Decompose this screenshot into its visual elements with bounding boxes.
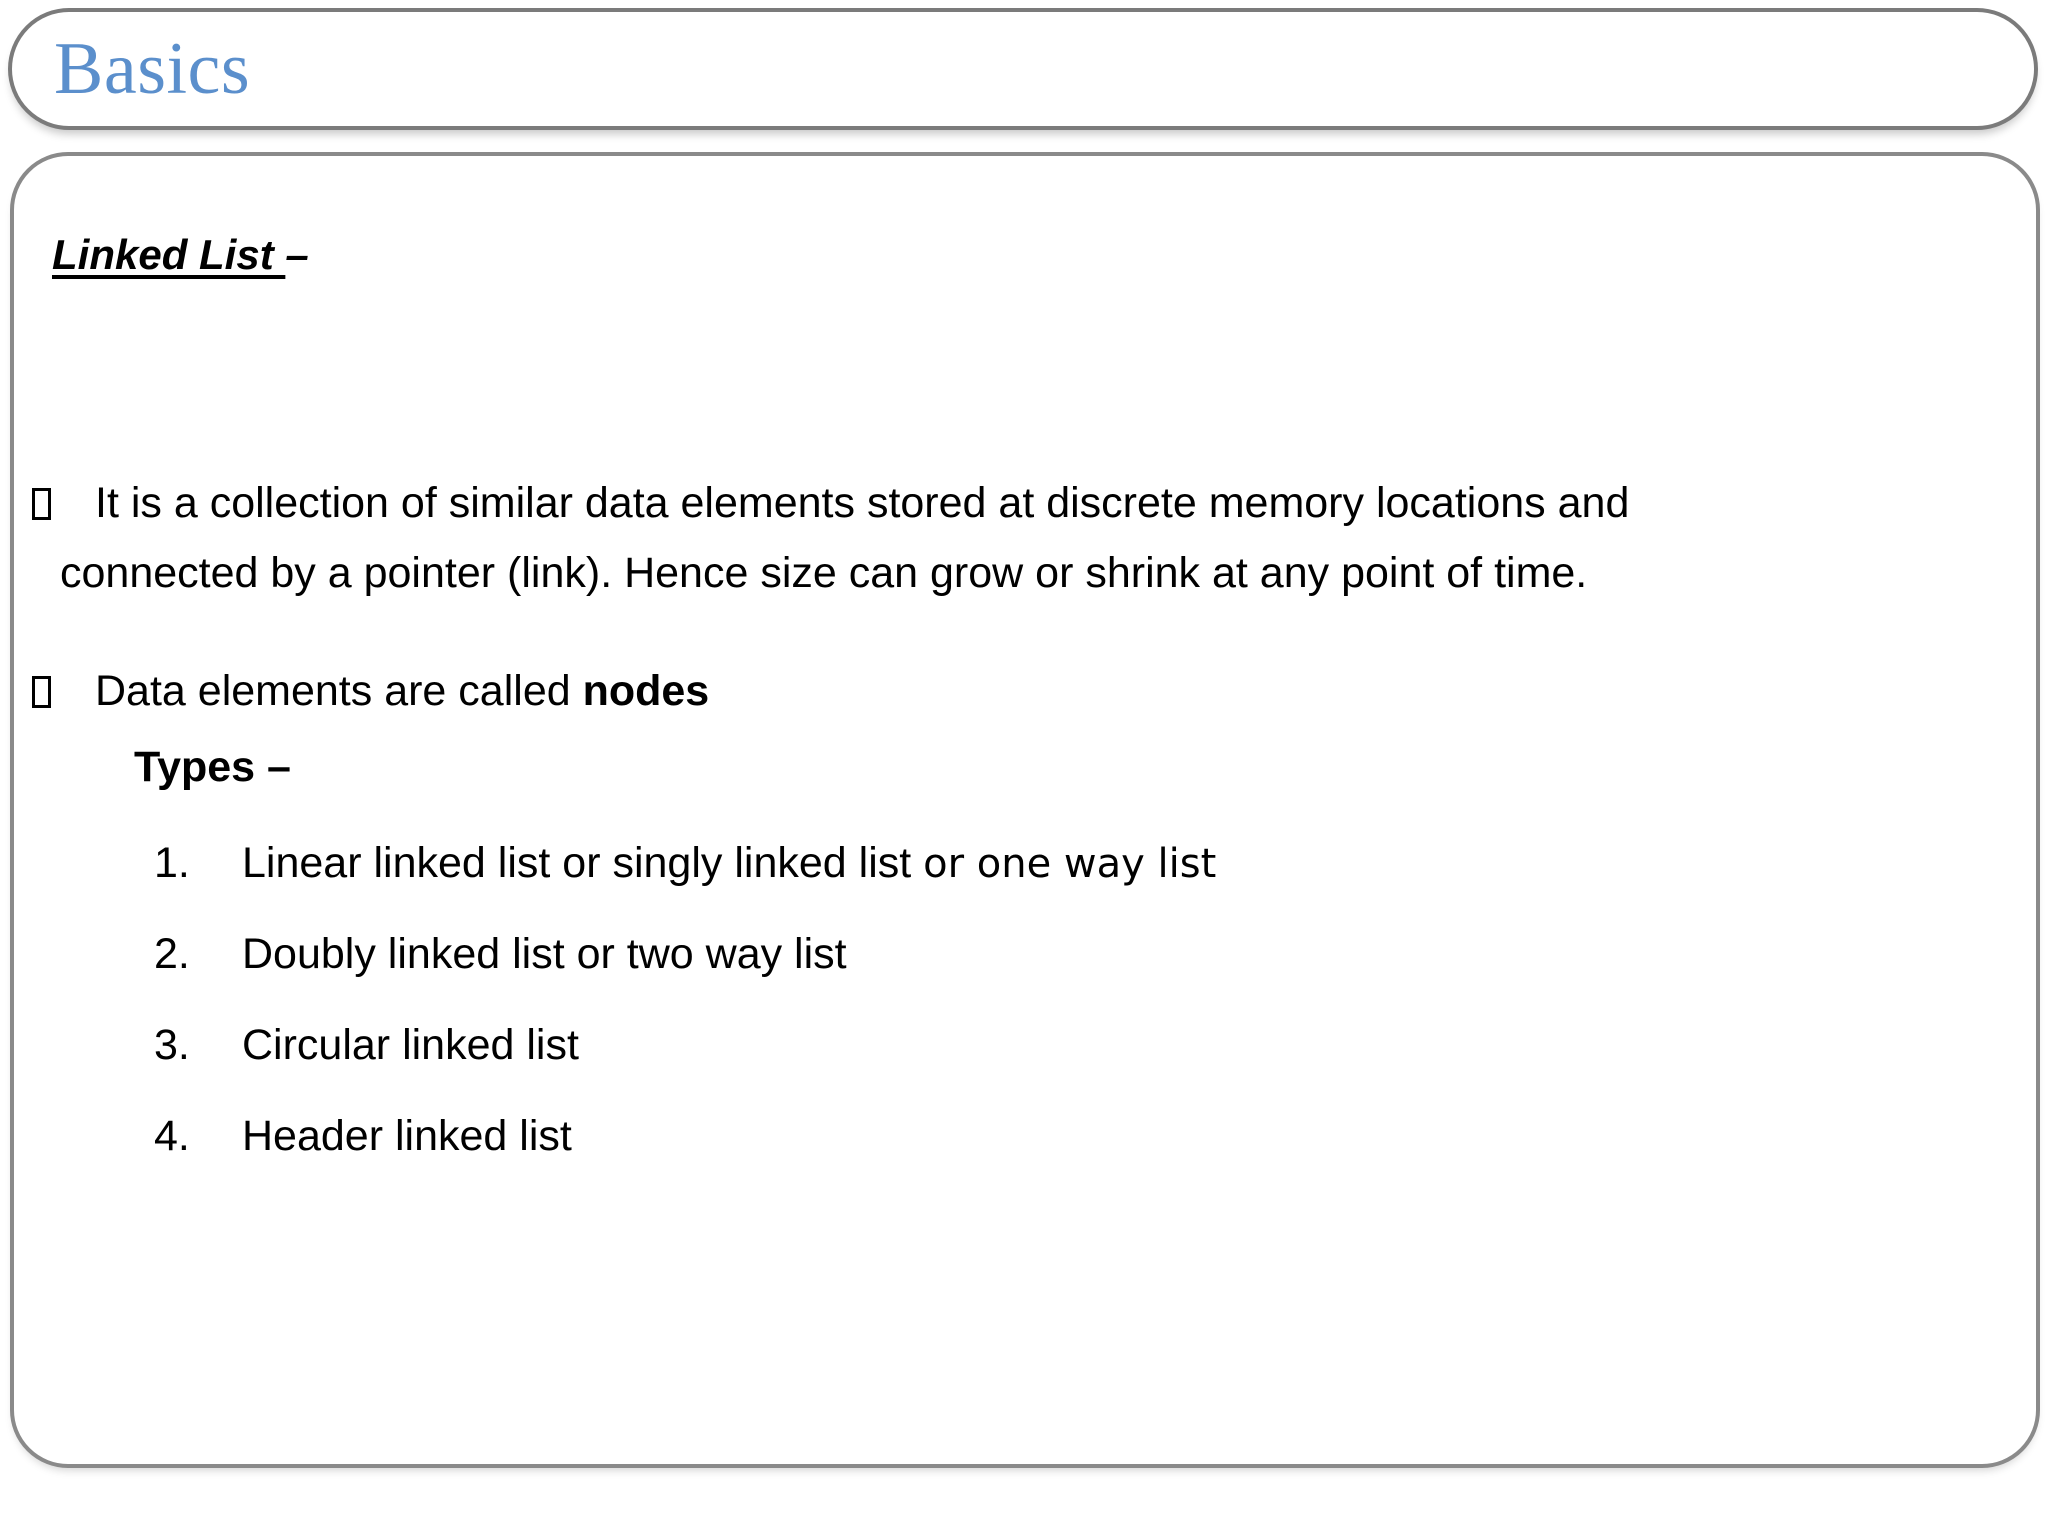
list-item-label-part-a: Circular linked list: [242, 1021, 579, 1069]
list-item-label: Linear linked list or singly linked list…: [242, 828, 1954, 899]
list-item-label-part-a: Header linked list: [242, 1112, 572, 1160]
bullet-item: Data elements are called nodes: [32, 656, 1992, 726]
list-item-label: Circular linked list: [242, 1010, 1954, 1081]
section-heading-dash: –: [285, 231, 309, 278]
types-heading: Types –: [134, 743, 291, 791]
page-title: Basics: [54, 28, 251, 110]
list-item-number: 2.: [154, 930, 190, 978]
list-item-number: 4.: [154, 1112, 190, 1160]
section-heading-underlined: Linked List: [52, 231, 286, 278]
title-placeholder[interactable]: Basics: [8, 8, 2038, 130]
list-item: 1. Linear linked list or singly linked l…: [154, 828, 1954, 919]
bullet-line-1: It is a collection of similar data eleme…: [95, 479, 1630, 527]
list-item: 4. Header linked list: [154, 1101, 1954, 1192]
bullet-text-emphasis: nodes: [582, 667, 710, 715]
list-item: 2. Doubly linked list or two way list: [154, 919, 1954, 1010]
list-item-number: 1.: [154, 839, 190, 887]
list-item-label: Header linked list: [242, 1101, 1954, 1172]
bullet-text-plain: Data elements are called: [95, 667, 583, 715]
section-heading: Linked List –: [52, 231, 309, 278]
bullet-box-icon: [32, 676, 51, 708]
numbered-list: 1. Linear linked list or singly linked l…: [154, 828, 1954, 1192]
bullet-line-2: connected by a pointer (link). Hence siz…: [60, 549, 1588, 597]
list-item: 3. Circular linked list: [154, 1010, 1954, 1101]
content-body: Linked List – It is a collection of simi…: [14, 156, 2036, 1464]
list-item-label-part-a: Doubly linked list or two way list: [242, 930, 847, 978]
list-item-number: 3.: [154, 1021, 190, 1069]
list-item-label-part-a: Linear linked list or singly linked list: [242, 839, 924, 887]
bullet-box-icon: [32, 488, 51, 520]
content-placeholder[interactable]: Linked List – It is a collection of simi…: [10, 152, 2040, 1468]
list-item-label-part-b: or one way list: [923, 841, 1217, 887]
bullet-item: It is a collection of similar data eleme…: [32, 468, 1992, 608]
list-item-label: Doubly linked list or two way list: [242, 919, 1954, 990]
